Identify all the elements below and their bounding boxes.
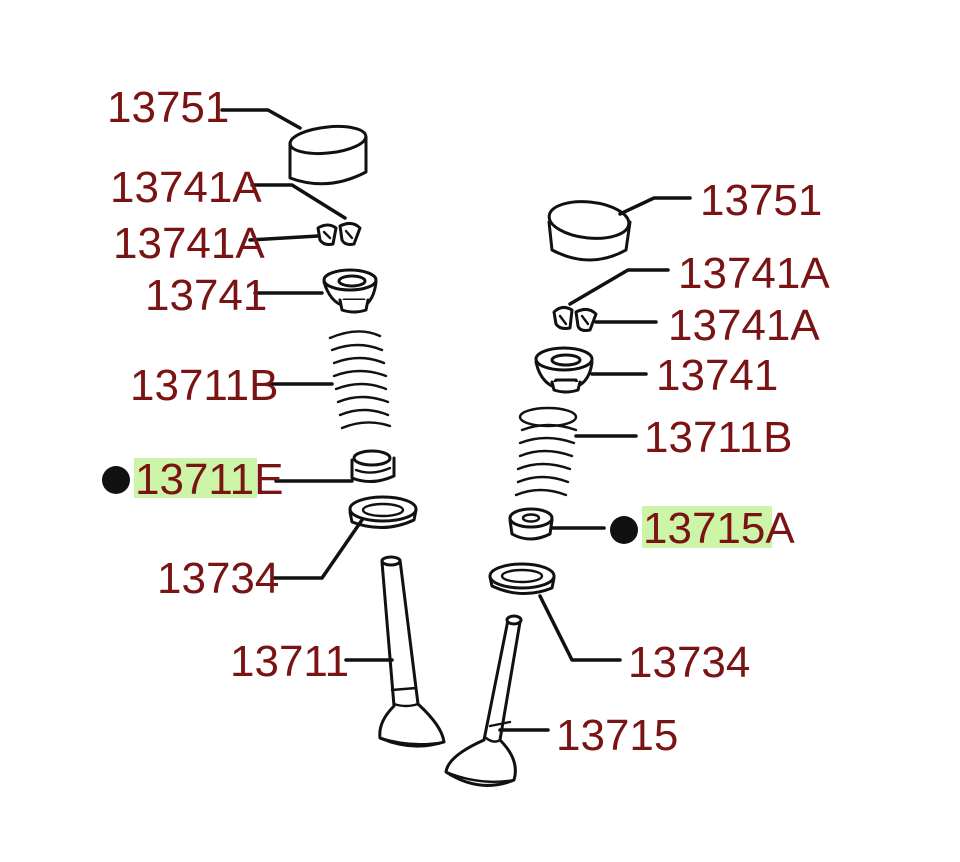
right-seal-part — [508, 507, 554, 541]
left-retainer-lock-part — [316, 221, 362, 246]
left-retainer-lock-upper-leader — [250, 183, 347, 220]
right-seal-note-dot — [610, 516, 638, 544]
right-assembly: 13751 13741A 13741A 13741 — [444, 176, 830, 787]
right-retainer-lock-lower-label: 13741A — [668, 301, 820, 350]
left-seat-part — [348, 495, 418, 530]
right-spring-label: 13711B — [644, 413, 792, 462]
left-seal-label: 13711E — [135, 455, 283, 504]
right-seal-label-highlight — [642, 506, 772, 548]
left-seal-note-dot — [102, 466, 130, 494]
left-retainer-lock-upper-label: 13741A — [110, 163, 262, 212]
right-retainer-part — [534, 346, 594, 394]
left-retainer-part — [322, 268, 378, 314]
right-valve-label: 13715 — [556, 711, 678, 760]
left-assembly: 13751 13741A 13741A 13741 — [102, 83, 446, 748]
left-seat-leader — [272, 518, 364, 580]
right-tappet-label: 13751 — [700, 176, 822, 225]
right-retainer-lock-part — [552, 305, 598, 332]
left-spring-part — [328, 330, 392, 430]
left-valve-label: 13711 — [230, 637, 349, 686]
right-retainer-label: 13741 — [656, 351, 778, 400]
left-seat-label: 13734 — [157, 554, 279, 603]
right-tappet-leader — [618, 196, 692, 216]
right-retainer-lock-upper-label: 13741A — [678, 249, 830, 298]
right-seal-label: 13715A — [643, 504, 795, 553]
right-tappet-part — [547, 200, 632, 262]
left-tappet-leader — [220, 108, 302, 130]
left-valve-part — [378, 555, 446, 748]
right-seat-leader — [538, 594, 622, 662]
right-seat-part — [488, 562, 556, 595]
left-tappet-part — [288, 124, 368, 186]
left-tappet-label: 13751 — [107, 83, 229, 132]
right-seat-label: 13734 — [628, 638, 750, 687]
right-retainer-lock-upper-leader — [568, 268, 670, 306]
left-spring-label: 13711B — [130, 361, 278, 410]
left-retainer-lock-lower-label: 13741A — [113, 219, 265, 268]
left-retainer-lock-lower-leader — [248, 234, 320, 242]
right-spring-part — [514, 406, 578, 497]
left-retainer-label: 13741 — [145, 271, 267, 320]
right-valve-part — [444, 614, 523, 787]
left-seal-label-highlight — [134, 458, 257, 498]
left-seal-part — [350, 449, 396, 483]
